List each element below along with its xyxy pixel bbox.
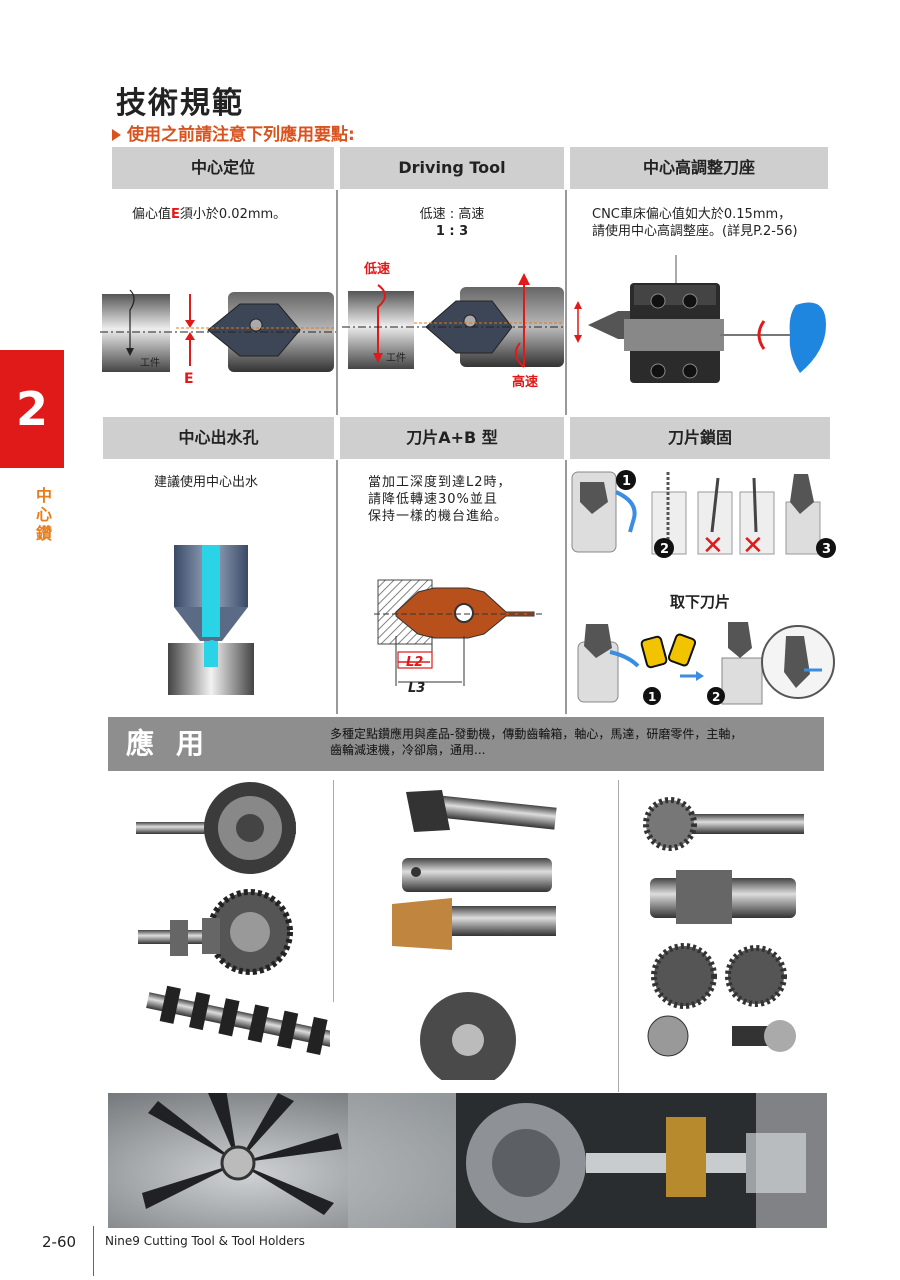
header-center-height-holder: 中心高調整刀座 — [570, 147, 828, 189]
coolant-drill-illustration — [168, 545, 254, 695]
center-position-text: 偏心值E須小於0.02mm。 — [132, 207, 287, 222]
counterbore-tool-part — [402, 858, 552, 892]
application-parts-center — [392, 790, 557, 1080]
cnc-machining-photo — [456, 1093, 827, 1228]
application-parts-left — [136, 782, 330, 1064]
header-insert-locking: 刀片鎖固 — [570, 417, 830, 459]
cooling-fan-photo — [108, 1093, 456, 1228]
center-height-holder-diagram — [574, 255, 826, 383]
drill-part — [415, 793, 557, 830]
side-tab-number: 2 — [0, 350, 64, 468]
application-title: 應用 — [126, 727, 227, 760]
remove-step-2-label: 2 — [712, 690, 720, 704]
column-divider — [565, 190, 567, 415]
subtitle-text: 使用之前請注意下列應用要點: — [127, 125, 355, 145]
workpiece-cylinder — [102, 294, 170, 372]
column-divider — [333, 780, 334, 1002]
triangle-bullet-icon — [112, 129, 121, 141]
insert-type-line1: 當加工深度到達L2時， — [368, 475, 512, 490]
page-title: 技術規範 — [116, 86, 244, 121]
insert-type-line2: 請降低轉速30%並且 — [368, 492, 498, 507]
insert-type-line3: 保持一樣的機台進給。 — [368, 509, 509, 524]
insert-locking-diagram: 1 2 ✕ ✕ 3 — [571, 470, 836, 561]
column-divider — [618, 780, 619, 1092]
workpiece-label: 工件 — [140, 357, 160, 369]
application-bar — [108, 717, 824, 771]
application-parts-right — [643, 797, 804, 1057]
coolant-hole-text: 建議使用中心出水 — [154, 475, 259, 490]
page-number: 2-60 — [42, 1233, 77, 1251]
e-label: E — [184, 371, 194, 387]
driving-tool-diagram: 低速 工件 高速 — [342, 261, 564, 390]
remove-insert-diagram: 1 2 — [577, 622, 835, 705]
header-insert-type: 刀片A+B 型 — [340, 417, 564, 459]
gear-part — [725, 945, 787, 1007]
footer-divider — [93, 1226, 94, 1276]
l3-label: L3 — [408, 681, 425, 696]
insert-ab-diagram: L2 L3 — [374, 579, 544, 696]
l2-label: L2 — [406, 655, 423, 670]
application-description: 多種定點鑽應用與產品-發動機，傳動齒輪箱，軸心，馬達，研磨零件，主軸， 齒輪減速… — [330, 727, 743, 757]
side-tab-category: 中心鑽 — [35, 486, 52, 543]
brand-footer: Nine9 Cutting Tool & Tool Holders — [105, 1234, 305, 1248]
step-3-label: 3 — [822, 542, 831, 557]
gear-part — [651, 943, 717, 1009]
header-center-position: 中心定位 — [112, 147, 334, 189]
page-subtitle: 使用之前請注意下列應用要點: — [112, 120, 355, 145]
wrong-icon: ✕ — [702, 531, 724, 561]
column-divider — [336, 190, 338, 415]
driving-tool-ratio: 1 : 3 — [435, 224, 469, 239]
column-divider — [565, 460, 567, 714]
step-2-label: 2 — [660, 542, 669, 557]
remove-insert-title: 取下刀片 — [669, 593, 730, 611]
center-position-diagram: 工件 E — [100, 289, 336, 387]
driving-tool-speed: 低速 : 高速 — [419, 207, 485, 222]
header-driving-tool: Driving Tool — [340, 147, 564, 189]
high-speed-label: 高速 — [512, 374, 538, 390]
column-divider — [336, 460, 338, 714]
center-height-line1: CNC車床偏心值如大於0.15mm， — [592, 207, 792, 222]
gear-shaft-part — [680, 814, 804, 834]
remove-step-1-label: 1 — [648, 690, 656, 704]
workpiece-label: 工件 — [386, 352, 406, 364]
wrong-icon: ✕ — [742, 531, 764, 561]
long-camshaft-part — [146, 985, 330, 1064]
header-coolant-hole: 中心出水孔 — [103, 417, 334, 459]
low-speed-label: 低速 — [363, 261, 390, 277]
center-height-line2: 請使用中心高調整座。(詳見P.2-56) — [592, 224, 798, 239]
e-value-label: E — [171, 207, 180, 222]
t-wrench-handle — [789, 302, 826, 373]
step-1-label: 1 — [622, 474, 631, 489]
